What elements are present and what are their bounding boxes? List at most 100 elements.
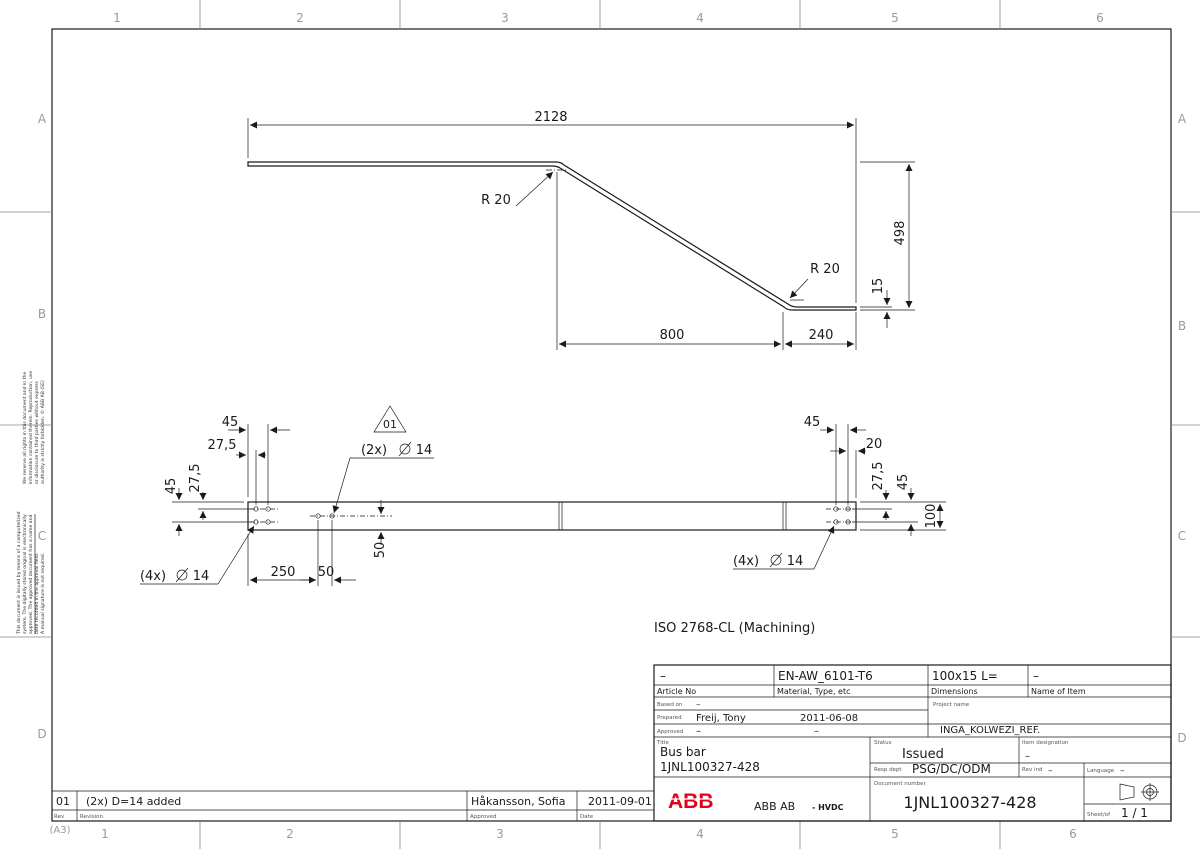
label-rev-ind: Rev ind bbox=[1022, 767, 1042, 773]
company-name: ABB AB bbox=[754, 800, 795, 813]
label-revision: Revision bbox=[80, 814, 103, 820]
title-line-2: 1JNL100327-428 bbox=[660, 760, 760, 774]
dimensions-value: 100x15 L= bbox=[932, 669, 998, 683]
zone-row-b-right: B bbox=[1178, 319, 1186, 333]
diameter-icon-4x-right bbox=[769, 552, 783, 568]
abb-logo-text: ABB bbox=[668, 790, 714, 813]
dim-498: 498 bbox=[893, 221, 908, 246]
zone-col-4-bottom: 4 bbox=[696, 827, 704, 841]
label-date: Date bbox=[580, 814, 594, 820]
copyright-line-2: information contained therein. Reproduct… bbox=[28, 371, 34, 484]
copyright-line-3: or disclosure to third parties without e… bbox=[34, 381, 40, 484]
plan-view: 45 27,5 45 27,5 01 (2x) 14 50 (4x) bbox=[140, 405, 946, 636]
radius-label-top: R 20 bbox=[481, 193, 511, 208]
title-line-1: Bus bar bbox=[660, 745, 706, 759]
label-approved-tb: Approved bbox=[657, 729, 683, 735]
dim-plan-left-45: 45 bbox=[222, 415, 239, 430]
dim-plan-right-vert-27-5: 27,5 bbox=[871, 462, 886, 491]
leader-4x-left-arrow bbox=[217, 525, 255, 585]
bus-bar-plan-outline bbox=[247, 501, 857, 531]
prepared-value: Freij, Tony bbox=[696, 713, 746, 724]
revision-number: 01 bbox=[56, 795, 70, 808]
holes-2x-count: (2x) bbox=[361, 443, 387, 458]
language-value: – bbox=[1120, 766, 1125, 776]
title-block: – EN-AW_6101-T6 100x15 L= – Article No M… bbox=[653, 664, 1172, 822]
zone-col-5: 5 bbox=[891, 11, 899, 25]
zone-row-b: B bbox=[38, 307, 46, 321]
based-on-value: – bbox=[696, 700, 701, 710]
zone-col-6-bottom: 6 bbox=[1069, 827, 1077, 841]
label-title: Title bbox=[656, 740, 669, 746]
zone-col-6: 6 bbox=[1096, 11, 1104, 25]
status-value: Issued bbox=[902, 747, 944, 762]
leader-4x-right-arrow bbox=[813, 525, 835, 570]
label-project-name: Project name bbox=[933, 702, 970, 708]
zone-col-3-bottom: 3 bbox=[496, 827, 504, 841]
document-number-value: 1JNL100327-428 bbox=[903, 793, 1036, 812]
bus-bar-side-profile bbox=[247, 161, 857, 311]
label-rev: Rev bbox=[54, 814, 65, 820]
holes-4x-left-diameter: 14 bbox=[193, 569, 210, 584]
dim-plan-right-vert-45: 45 bbox=[896, 474, 911, 491]
margin-copyright-note: We reserve all rights in this document a… bbox=[22, 371, 46, 484]
zone-row-d: D bbox=[37, 727, 46, 741]
resp-dept-value: PSG/DC/ODM bbox=[912, 762, 991, 776]
dim-plan-50: 50 bbox=[318, 565, 335, 580]
label-document-number: Document number bbox=[874, 781, 926, 787]
zone-col-4: 4 bbox=[696, 11, 704, 25]
zone-col-2: 2 bbox=[296, 11, 304, 25]
approval-line-4: date recorded in the approval field. bbox=[34, 553, 40, 634]
approval-line-3: approved. The approved document has a na… bbox=[28, 514, 34, 634]
dim-plan-right-20: 20 bbox=[866, 437, 883, 452]
right-hole-group bbox=[826, 506, 854, 525]
item-designation-value: – bbox=[1025, 751, 1030, 762]
holes-4x-left-count: (4x) bbox=[140, 569, 166, 584]
label-prepared: Prepared bbox=[657, 715, 682, 721]
revision-triangle bbox=[373, 405, 407, 433]
zone-col-2-bottom: 2 bbox=[286, 827, 294, 841]
holes-4x-right-diameter: 14 bbox=[787, 554, 804, 569]
zone-row-c-right: C bbox=[1178, 529, 1186, 543]
dim-plan-left-27-5: 27,5 bbox=[208, 438, 237, 453]
material-value: EN-AW_6101-T6 bbox=[778, 669, 873, 683]
company-division: - HVDC bbox=[812, 803, 844, 812]
zone-col-3: 3 bbox=[501, 11, 509, 25]
project-name-value: INGA_KOLWEZI_REF. bbox=[940, 725, 1040, 736]
zone-labels: 1 2 3 4 5 6 1 2 3 4 5 6 A B C D A B C D … bbox=[37, 11, 1187, 841]
dim-15: 15 bbox=[871, 278, 886, 295]
label-item-designation: Item designation bbox=[1022, 740, 1069, 746]
label-article-no: Article No bbox=[657, 687, 696, 696]
dim-plan-right-100: 100 bbox=[924, 504, 939, 529]
prepared-date: 2011-06-08 bbox=[800, 713, 858, 724]
zone-row-d-right: D bbox=[1177, 731, 1186, 745]
approved-date: – bbox=[814, 726, 819, 737]
approval-line-1: This document is issued by means of a co… bbox=[16, 511, 22, 635]
radius-label-bottom: R 20 bbox=[810, 262, 840, 277]
zone-col-5-bottom: 5 bbox=[891, 827, 899, 841]
revision-marker: 01 bbox=[383, 418, 397, 431]
dim-plan-left-vert-45: 45 bbox=[164, 478, 179, 495]
approval-line-5: A manual signature is not required. bbox=[40, 553, 46, 634]
name-of-item-value: – bbox=[1033, 669, 1039, 683]
diameter-icon-2x bbox=[398, 441, 412, 457]
dim-2128: 2128 bbox=[534, 110, 567, 125]
holes-4x-right-count: (4x) bbox=[733, 554, 759, 569]
zone-col-1-bottom: 1 bbox=[101, 827, 109, 841]
sheet-size-label: (A3) bbox=[49, 825, 70, 836]
copyright-line-4: authority is strictly forbidden. © ABB A… bbox=[39, 380, 46, 484]
side-view: 2128 R 20 R 20 498 15 800 240 bbox=[247, 110, 915, 350]
label-based-on: Based on bbox=[657, 702, 683, 708]
label-approved-rev: Approved bbox=[470, 814, 496, 820]
label-language: Language bbox=[1087, 768, 1115, 774]
diameter-icon-4x-left bbox=[175, 567, 189, 583]
projection-symbol-icon bbox=[1119, 783, 1159, 801]
leader-2x-arrow bbox=[332, 457, 351, 514]
tolerance-note: ISO 2768-CL (Machining) bbox=[654, 621, 815, 636]
label-status: Status bbox=[874, 740, 892, 746]
label-name-of-item: Name of Item bbox=[1031, 687, 1086, 696]
article-no-value: – bbox=[660, 669, 666, 683]
holes-2x-diameter: 14 bbox=[416, 443, 433, 458]
dim-800: 800 bbox=[660, 328, 685, 343]
approval-line-2: system. The digitally stored original is… bbox=[22, 514, 28, 634]
zone-row-a: A bbox=[38, 112, 47, 126]
